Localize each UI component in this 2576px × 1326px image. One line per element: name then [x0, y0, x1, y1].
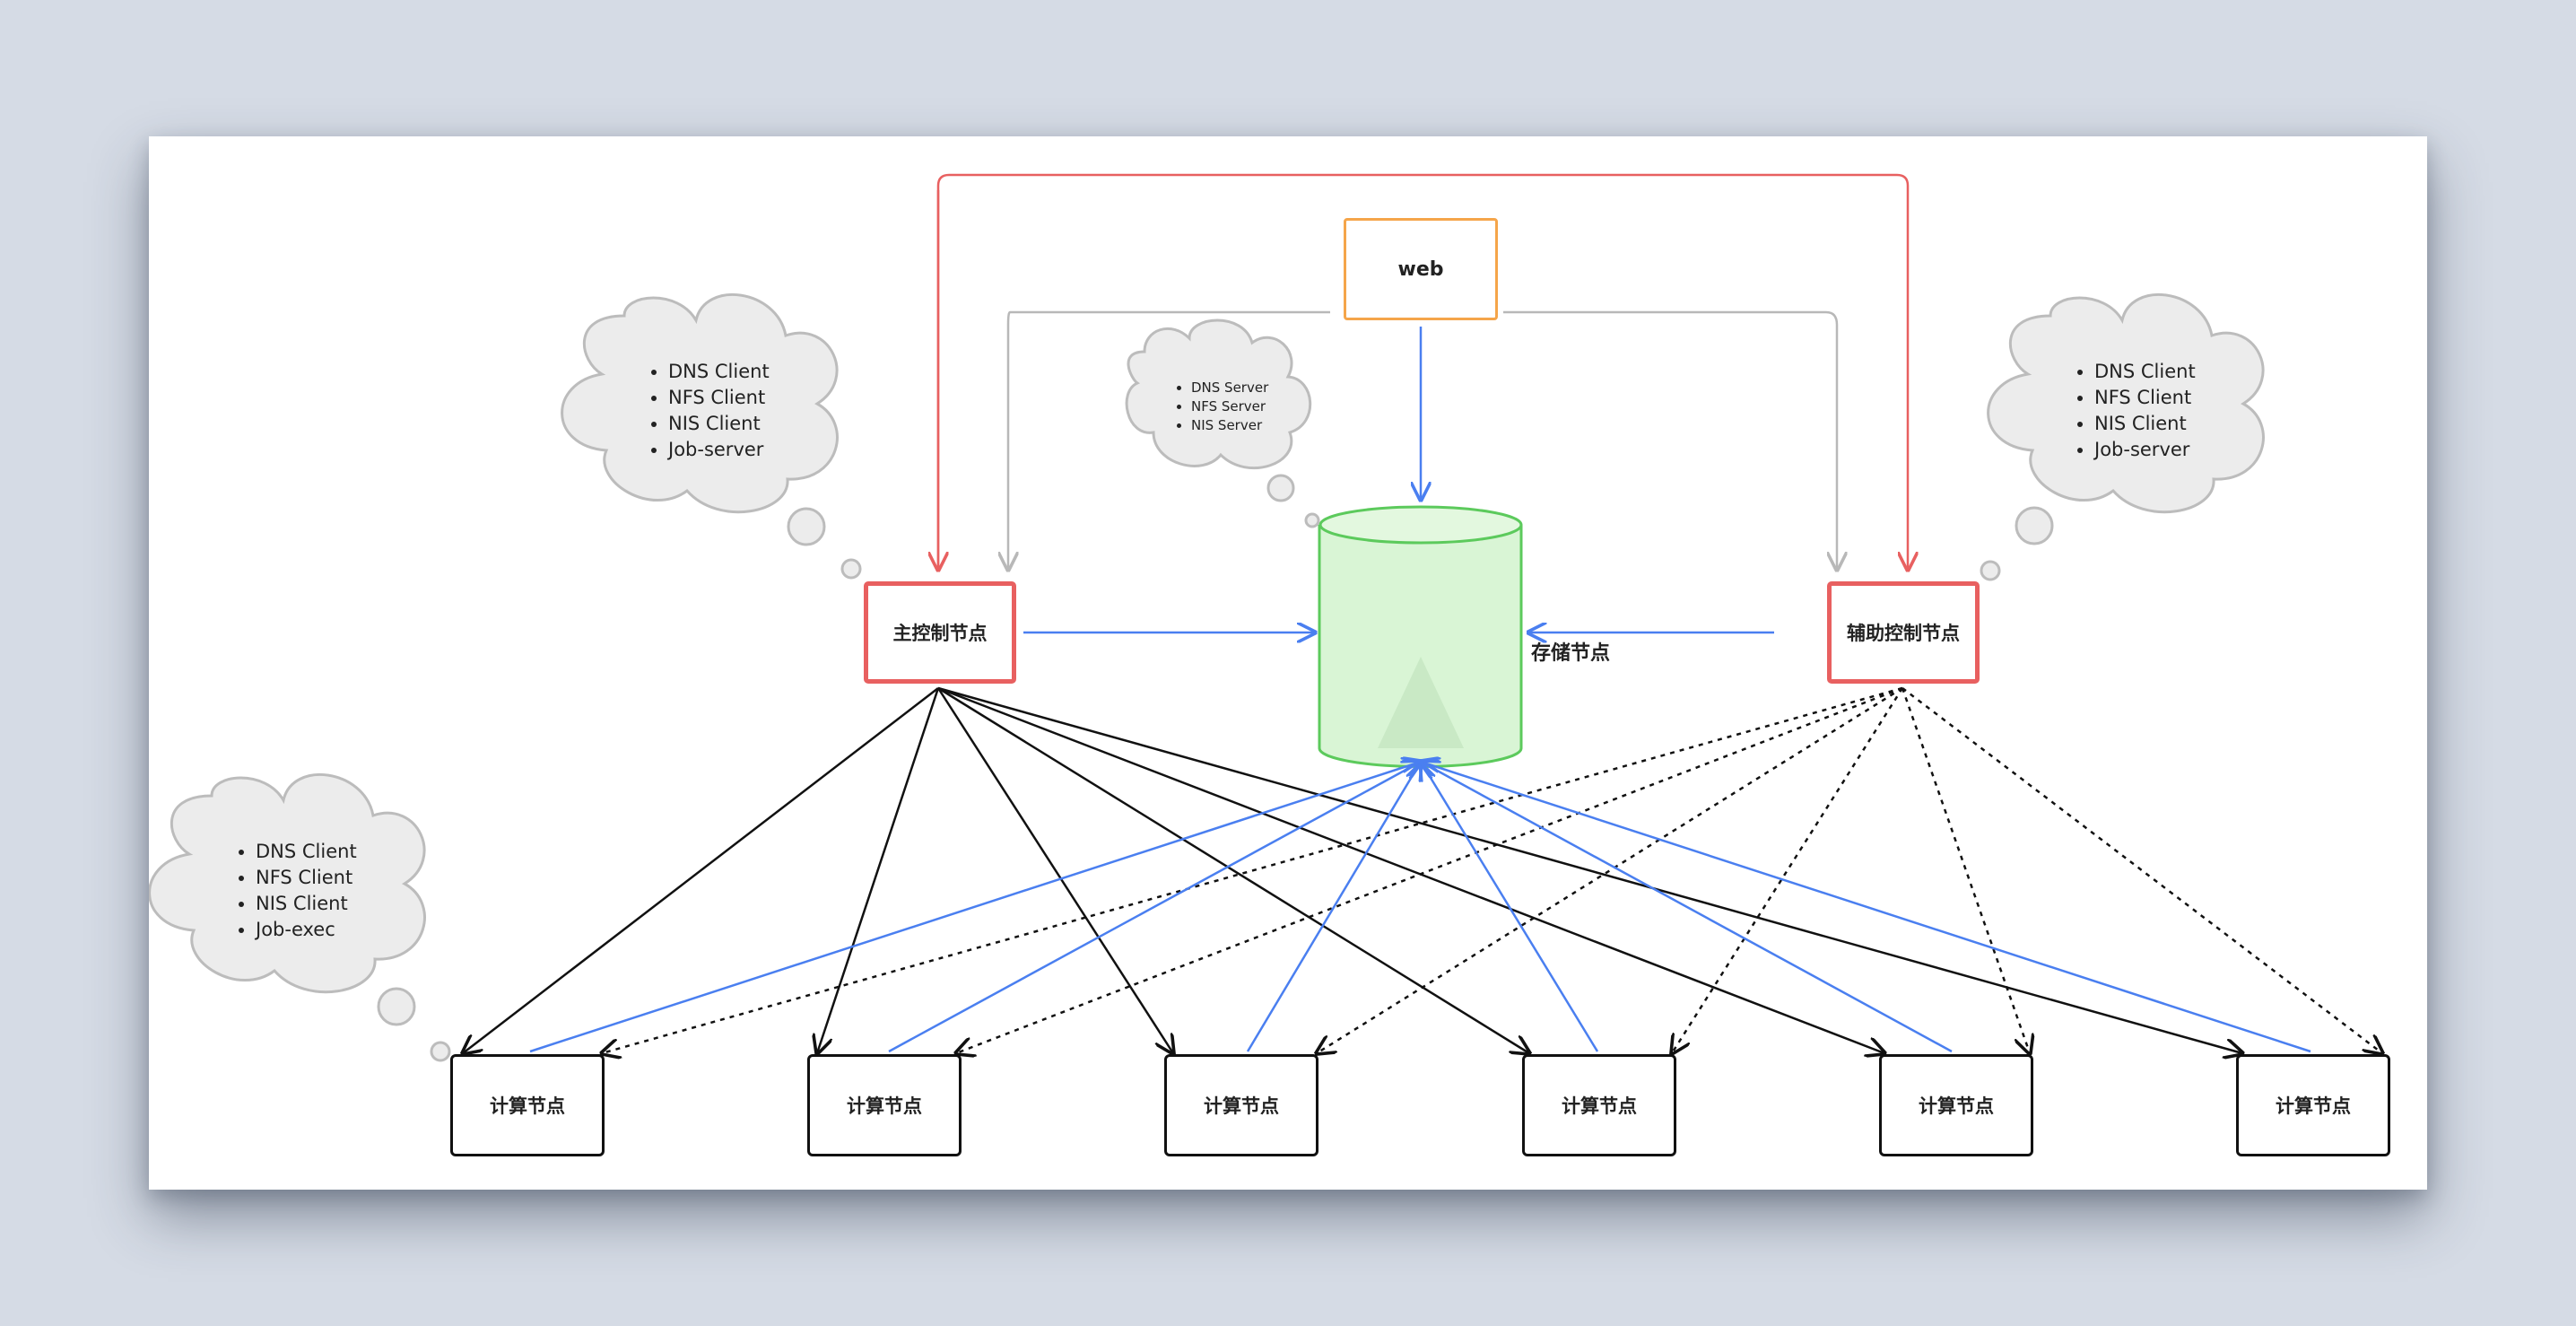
- cloud-storage: [1125, 318, 1320, 528]
- diagram-canvas: DNS Client NFS Client NIS Client Job-ser…: [149, 136, 2427, 1190]
- compute-node[interactable]: 计算节点: [1522, 1054, 1676, 1156]
- cloud-item: NFS Server: [1191, 397, 1268, 416]
- main-to-compute-connectors: [463, 686, 2242, 1053]
- compute-node[interactable]: 计算节点: [807, 1054, 962, 1156]
- cloud-item: NFS Client: [2094, 385, 2196, 411]
- connector-layer: [149, 173, 2427, 1062]
- cloud-item: NIS Client: [256, 891, 357, 917]
- cloud-item: DNS Client: [2094, 359, 2196, 385]
- cloud-compute-text: DNS Client NFS Client NIS Client Job-exe…: [236, 839, 357, 943]
- cloud-item: NIS Client: [2094, 411, 2196, 437]
- cloud-item: Job-server: [668, 437, 770, 463]
- cloud-item: DNS Client: [668, 359, 770, 385]
- cloud-storage-text: DNS Server NFS Server NIS Server: [1176, 379, 1268, 435]
- aux-control-node[interactable]: 辅助控制节点: [1827, 581, 1980, 684]
- cloud-item: Job-exec: [256, 917, 357, 943]
- cloud-item: Job-server: [2094, 437, 2196, 463]
- compute-node[interactable]: 计算节点: [450, 1054, 605, 1156]
- cloud-main-ctrl-text: DNS Client NFS Client NIS Client Job-ser…: [648, 359, 770, 463]
- compute-node[interactable]: 计算节点: [1879, 1054, 2033, 1156]
- cloud-main-ctrl: [561, 292, 862, 580]
- compute-to-storage-connectors: [529, 762, 2311, 1053]
- compute-node[interactable]: 计算节点: [1164, 1054, 1318, 1156]
- cloud-aux-ctrl-text: DNS Client NFS Client NIS Client Job-ser…: [2075, 359, 2196, 463]
- cloud-compute: [149, 772, 451, 1062]
- cloud-item: NIS Client: [668, 411, 770, 437]
- main-control-node[interactable]: 主控制节点: [864, 581, 1016, 684]
- storage-cylinder: [1318, 505, 1523, 768]
- gray-connector-right: [1503, 310, 1837, 570]
- cloud-item: NFS Client: [256, 865, 357, 891]
- web-node[interactable]: web: [1344, 218, 1498, 320]
- cloud-item: DNS Server: [1191, 379, 1268, 397]
- aux-to-compute-connectors: [602, 686, 2382, 1053]
- gray-connector-left: [1008, 310, 1330, 570]
- cloud-item: NIS Server: [1191, 416, 1268, 435]
- red-connector: [936, 173, 1908, 570]
- cloud-item: DNS Client: [256, 839, 357, 865]
- compute-node[interactable]: 计算节点: [2236, 1054, 2390, 1156]
- cloud-aux-ctrl: [1980, 292, 2265, 581]
- storage-node-label[interactable]: 存储节点: [1530, 642, 1610, 665]
- cloud-item: NFS Client: [668, 385, 770, 411]
